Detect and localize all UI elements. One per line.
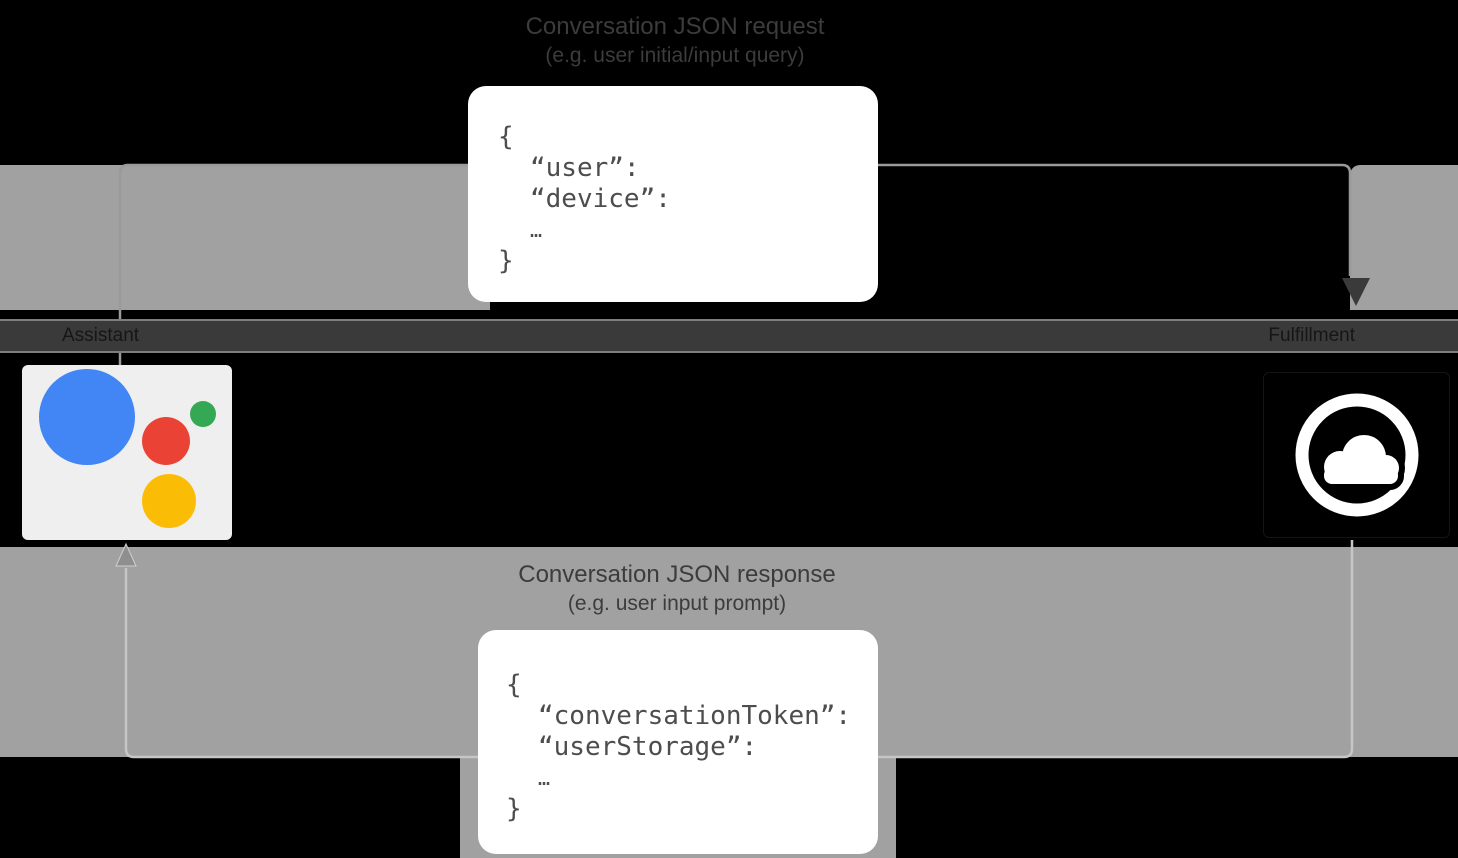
gray-panel-top-right: [1350, 165, 1458, 310]
fulfillment-label: Fulfillment: [1268, 325, 1355, 346]
code-line: …: [538, 766, 551, 790]
code-line: {: [506, 670, 522, 700]
code-line: “user”:: [530, 153, 640, 183]
request-json-card: { “user”: “device”: … }: [468, 86, 878, 302]
code-line: }: [506, 794, 522, 824]
fulfillment-node: [1263, 372, 1450, 538]
code-line: {: [498, 122, 514, 152]
response-heading: Conversation JSON response (e.g. user in…: [392, 560, 962, 618]
code-line: }: [498, 246, 514, 276]
code-line: “conversationToken”:: [538, 701, 852, 731]
arrowhead-down-icon: [1342, 278, 1370, 306]
assistant-green-dot: [190, 401, 216, 427]
request-title: Conversation JSON request: [525, 13, 825, 40]
assistant-label: Assistant: [62, 325, 140, 346]
assistant-blue-dot: [39, 369, 135, 465]
response-title: Conversation JSON response: [518, 561, 836, 588]
cloud-icon: [1295, 393, 1419, 517]
code-line: …: [530, 218, 543, 242]
gray-panel-top-left: [0, 165, 490, 310]
code-line: “userStorage”:: [538, 732, 758, 762]
assistant-yellow-dot: [142, 474, 196, 528]
arrowhead-up-icon: [115, 542, 137, 567]
response-subtitle: (e.g. user input prompt): [567, 592, 787, 615]
response-json-card: { “conversationToken”: “userStorage”: … …: [478, 630, 878, 854]
request-subtitle: (e.g. user initial/input query): [545, 44, 805, 67]
request-heading: Conversation JSON request (e.g. user ini…: [390, 12, 960, 70]
node-label-band: [0, 319, 1458, 353]
assistant-node: [22, 365, 232, 540]
code-line: “device”:: [530, 184, 671, 214]
assistant-red-dot: [142, 417, 190, 465]
